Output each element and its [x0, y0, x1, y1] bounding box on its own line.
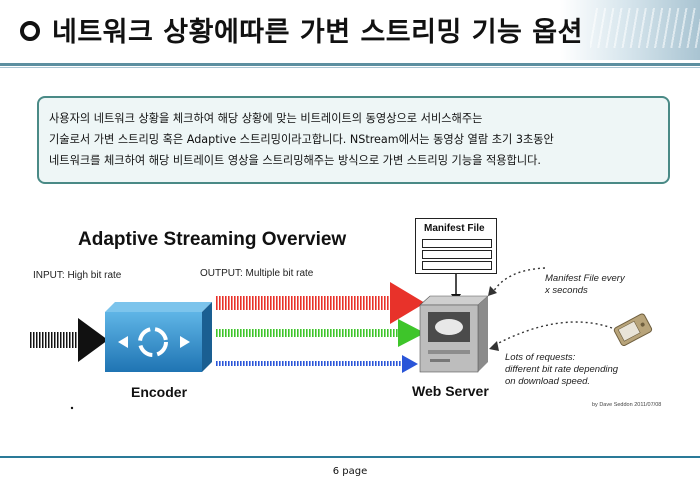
manifest-line	[422, 250, 492, 259]
output-stream-mid	[215, 319, 425, 347]
manifest-refresh-arrowhead	[488, 286, 497, 296]
description-box: 사용자의 네트워크 상황을 체크하여 해당 상황에 맞는 비트레이트의 동영상으…	[37, 96, 670, 184]
web-server-icon	[419, 295, 489, 373]
header-decoration	[560, 0, 700, 60]
slide-header: 네트워크 상황에따른 가변 스트리밍 기능 옵션	[0, 0, 700, 62]
header-divider	[0, 63, 700, 66]
manifest-refresh-arrow	[491, 267, 546, 295]
encoder-box	[105, 302, 212, 372]
output-label: OUTPUT: Multiple bit rate	[200, 268, 314, 279]
page-number: 6 page	[332, 466, 368, 477]
manifest-file-label: Manifest File	[424, 223, 485, 234]
description-line: 기술로서 가변 스트리밍 혹은 Adaptive 스트리밍이라고합니다. NSt…	[49, 133, 554, 146]
description-line: 네트워크를 체크하여 해당 비트레이트 영상을 스트리밍해주는 방식으로 가변 …	[49, 154, 541, 167]
output-stream-high	[215, 282, 425, 324]
requests-note: Lots of requests: different bit rate dep…	[505, 352, 619, 387]
mobile-device-icon	[613, 313, 653, 347]
header-divider-thin	[0, 67, 700, 68]
diagram-credit: by Dave Seddon 2011/07/08	[592, 402, 662, 408]
description-line: 사용자의 네트워크 상황을 체크하여 해당 상황에 맞는 비트레이트의 동영상으…	[49, 112, 483, 125]
manifest-line	[422, 239, 492, 248]
title-bullet-icon	[20, 21, 40, 41]
stray-dot	[70, 406, 74, 410]
request-arrow	[492, 321, 613, 347]
diagram-title: Adaptive Streaming Overview	[78, 229, 347, 250]
slide-title: 네트워크 상황에따른 가변 스트리밍 기능 옵션	[52, 17, 583, 48]
encoder-label: Encoder	[131, 384, 188, 400]
manifest-line	[422, 261, 492, 270]
footer-divider	[0, 456, 700, 458]
manifest-file-box: Manifest File	[415, 218, 497, 274]
manifest-note: Manifest File every x seconds	[545, 273, 625, 296]
web-server-label: Web Server	[412, 383, 489, 399]
output-stream-low	[215, 355, 418, 373]
input-stream-arrow	[30, 318, 108, 362]
request-arrowhead	[489, 341, 499, 351]
input-label: INPUT: High bit rate	[33, 270, 122, 281]
encoder-cycle-icon	[118, 327, 190, 357]
